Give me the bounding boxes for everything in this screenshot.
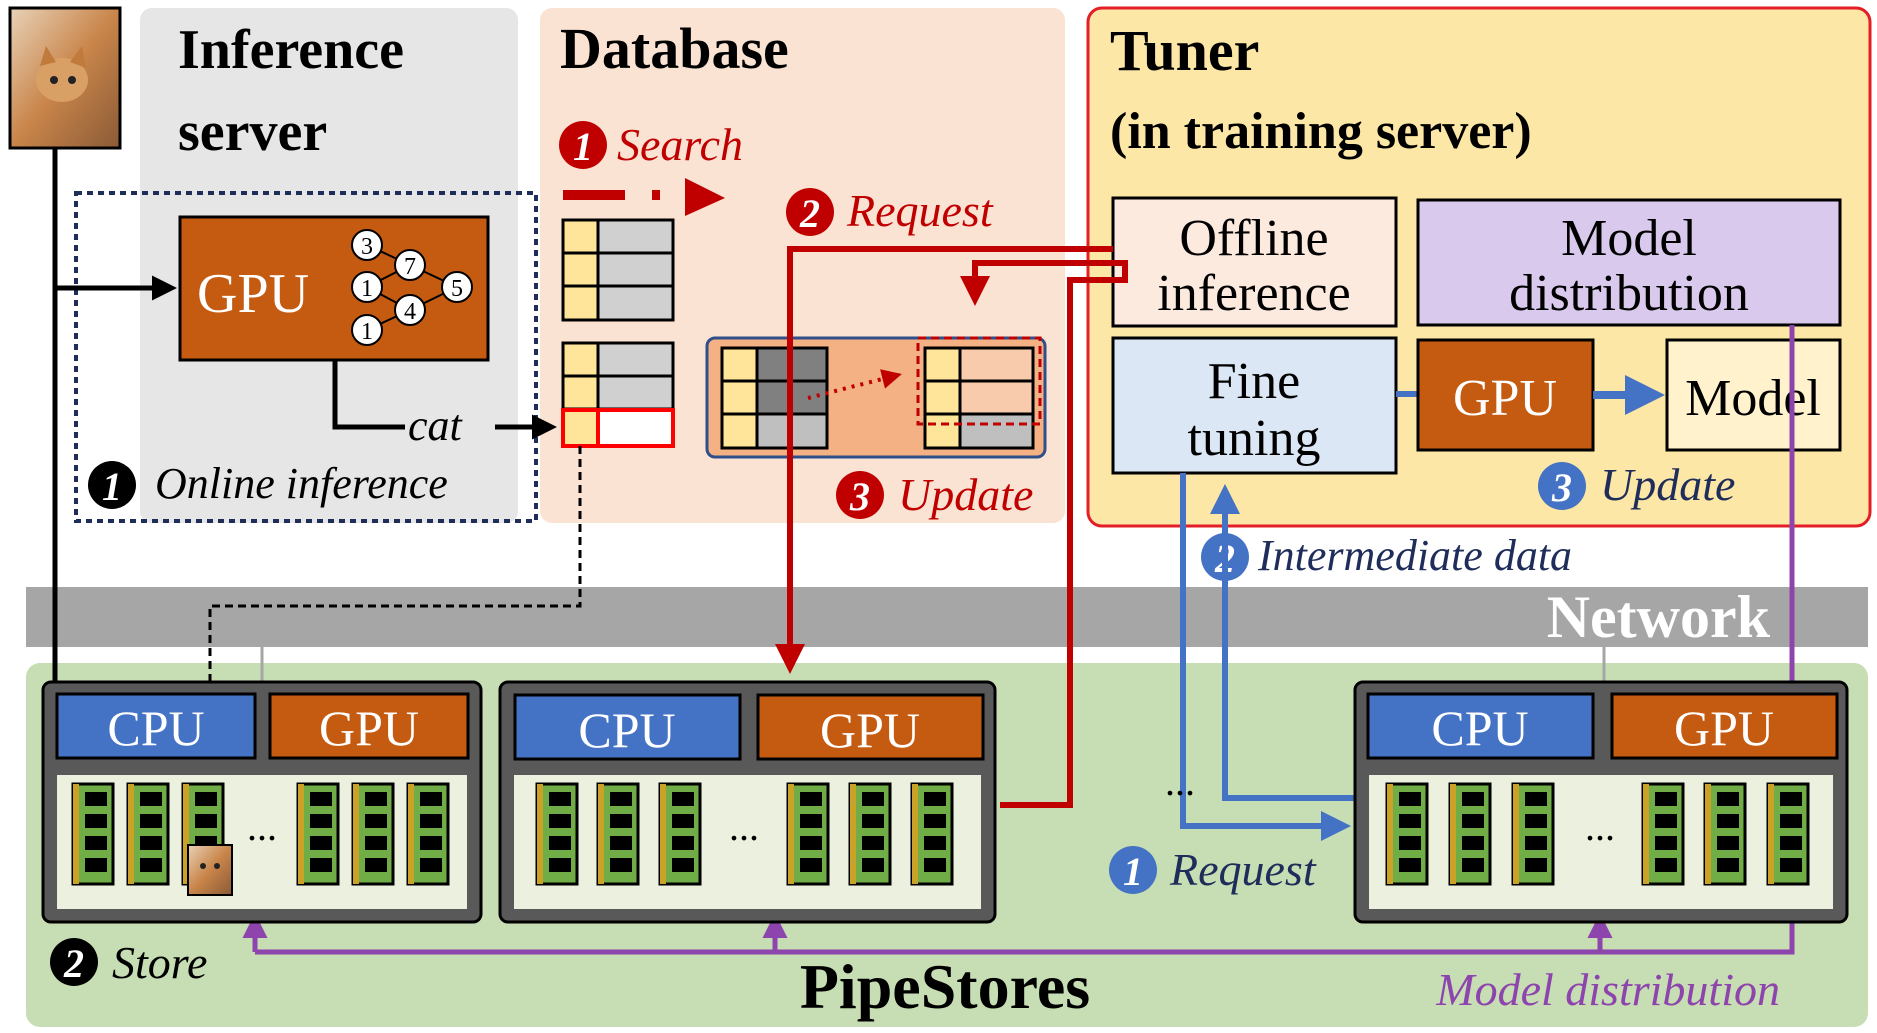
inference-gpu-label: GPU (197, 263, 309, 325)
nn-node-label: 1 (361, 276, 373, 302)
tuner-title-line2: (in training server) (1110, 103, 1532, 160)
intermediate-data-label: Intermediate data (1257, 531, 1572, 580)
db-update-label: Update (898, 469, 1033, 520)
tuner-update-label: Update (1600, 459, 1735, 510)
model-distribution-box (1416, 198, 1842, 327)
fine-tuning-box (1111, 336, 1398, 475)
model-label: Model (1685, 370, 1821, 427)
step-number: 1 (1123, 849, 1143, 894)
nn-node-label: 7 (404, 254, 416, 280)
pipestore-3-ellipsis: ... (1585, 804, 1615, 849)
model-distribution-path (242, 325, 1795, 955)
neural-network-icon (351, 229, 473, 346)
model-distribution-line2: distribution (1509, 265, 1749, 322)
search-label: Search (617, 119, 743, 170)
search-arrow (563, 178, 725, 216)
stored-cat-image (187, 844, 233, 896)
request-path (775, 246, 1128, 808)
model-distribution-line1: Model (1561, 210, 1697, 267)
step-badge-search (559, 121, 607, 169)
pipestore-node-1 (41, 680, 483, 924)
nn-node-label: 1 (361, 319, 373, 345)
offline-inference-line1: Offline (1179, 210, 1328, 267)
model-box (1665, 338, 1842, 452)
nn-node-label: 3 (361, 234, 373, 260)
step-badge-tuner-update (1538, 462, 1586, 510)
pipestore-node-3 (1353, 680, 1849, 924)
step-badge-update (836, 471, 884, 519)
offline-inference-line2: inference (1157, 265, 1350, 322)
online-inference-dashed-box (74, 191, 538, 523)
pipestore-1-gpu-label: GPU (319, 700, 419, 756)
pipestore-2-ellipsis: ... (729, 804, 759, 849)
step-badge-online-inference (88, 461, 136, 509)
network-label: Network (1547, 584, 1771, 650)
pipestores-title: PipeStores (800, 951, 1090, 1022)
step-number: 3 (1551, 465, 1572, 510)
step-badge-request (786, 188, 834, 236)
intermediate-data-arrows (1180, 473, 1360, 841)
more-nodes-ellipsis: ... (1165, 759, 1195, 804)
network-bar (26, 587, 1868, 647)
step-number: 2 (63, 941, 84, 986)
step-number: 1 (102, 464, 122, 509)
db-update-arrow (807, 369, 902, 400)
offline-inference-box (1111, 196, 1398, 328)
nn-node-label: 5 (451, 276, 463, 302)
pipestore-2-gpu-label: GPU (820, 702, 920, 758)
pipestore-3-cpu-label: CPU (1431, 700, 1528, 756)
step-number: 3 (849, 474, 870, 519)
db-new-table (916, 336, 1042, 450)
new-table-entry (561, 408, 675, 448)
step-number: 2 (799, 191, 820, 236)
inference-title-line2: server (178, 101, 327, 163)
fine-tuning-line2: tuning (1188, 410, 1321, 467)
pipestore-request-label: Request (1169, 844, 1317, 895)
pipestore-2-cpu-label: CPU (578, 702, 675, 758)
store-label: Store (112, 937, 207, 988)
pipestore-node-2 (498, 680, 997, 924)
input-cat-image (8, 6, 122, 150)
pipestore-1-cpu-label: CPU (107, 700, 204, 756)
db-old-table (720, 346, 829, 450)
request-label: Request (846, 185, 994, 236)
online-inference-label: Online inference (155, 459, 448, 508)
inference-title-line1: Inference (178, 19, 404, 81)
inference-output-label: cat (408, 401, 464, 450)
fine-tuning-line1: Fine (1208, 353, 1300, 410)
step-number: 1 (573, 124, 593, 169)
database-title: Database (560, 16, 789, 81)
pipestore-1-ellipsis: ... (247, 804, 277, 849)
step-badge-store (50, 938, 98, 986)
nn-node-label: 4 (404, 299, 416, 325)
tuner-title-line1: Tuner (1110, 18, 1259, 83)
pipestore-3-gpu-label: GPU (1674, 700, 1774, 756)
model-distribution-path-label: Model distribution (1435, 964, 1780, 1015)
tuner-gpu-label: GPU (1453, 370, 1557, 427)
db-table (561, 218, 675, 322)
step-badge-pipestore-request (1109, 846, 1157, 894)
